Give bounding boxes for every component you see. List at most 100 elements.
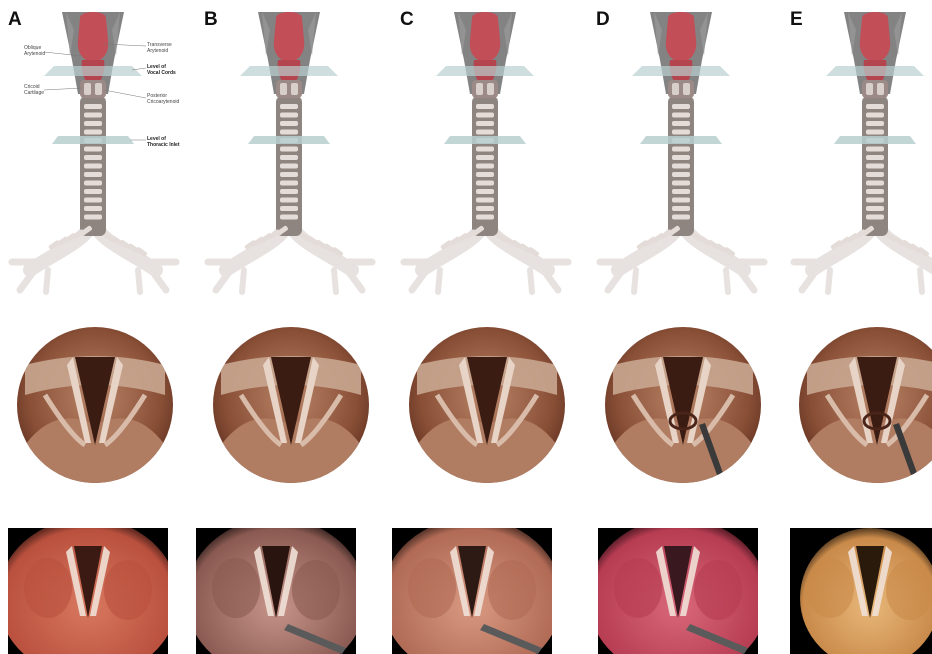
tracheal-ring (866, 155, 884, 160)
larynx-mucosa (470, 12, 501, 62)
label-transverse-arytenoid: Transverse Arytenoid (147, 43, 172, 54)
thoracic-inlet-level-plane (248, 136, 330, 144)
thoracic-inlet-level-plane (640, 136, 722, 144)
larynx-mucosa (860, 12, 891, 62)
tracheal-ring (476, 147, 494, 152)
cricoid-cartilage (668, 80, 694, 98)
cricoid-cartilage (472, 80, 498, 98)
label-cricoid-cartilage: Cricoid Cartilage (24, 85, 44, 96)
endoscopic-photo (392, 528, 552, 654)
endoscopic-photo (8, 528, 168, 654)
tracheal-ring (84, 130, 102, 135)
airway-diagram (196, 0, 382, 300)
tracheal-ring (672, 164, 690, 169)
tracheal-ring (84, 155, 102, 160)
tracheal-ring (476, 181, 494, 186)
panel-letter: C (400, 9, 414, 31)
endoscopic-illustration (603, 325, 763, 485)
tracheal-ring (84, 147, 102, 152)
tracheal-ring (866, 189, 884, 194)
tracheal-ring (672, 121, 690, 126)
tracheal-ring (866, 121, 884, 126)
label-level-of-vocal-cords: Level of Vocal Cords (147, 65, 176, 76)
tracheal-ring (84, 189, 102, 194)
panel-d: D (588, 0, 774, 654)
larynx-mucosa (274, 12, 305, 62)
endoscopic-illustration-container (15, 325, 175, 485)
tracheal-ring (476, 172, 494, 177)
tracheal-ring (866, 215, 884, 220)
endoscopic-photo (196, 528, 356, 654)
endoscopic-photo (790, 528, 932, 654)
tracheal-ring (280, 189, 298, 194)
tracheal-ring (476, 130, 494, 135)
tracheal-ring (84, 164, 102, 169)
endoscopic-photo-container (8, 528, 168, 654)
thoracic-inlet-level-plane (52, 136, 134, 144)
panel-letter: A (8, 9, 22, 31)
endoscopic-illustration (797, 325, 932, 485)
tracheal-ring (476, 155, 494, 160)
tracheal-ring (866, 198, 884, 203)
panel-e: E (782, 0, 932, 654)
tracheal-ring (672, 215, 690, 220)
larynx-mucosa (666, 12, 697, 62)
endoscopic-illustration (211, 325, 371, 485)
thoracic-inlet-level-plane (444, 136, 526, 144)
thoracic-inlet-level-plane (834, 136, 916, 144)
tracheal-ring (476, 198, 494, 203)
cricoid-cartilage (276, 80, 302, 98)
tracheal-ring (280, 155, 298, 160)
airway-diagram-container (782, 0, 932, 300)
tracheal-ring (476, 121, 494, 126)
tracheal-ring (84, 198, 102, 203)
tracheal-ring (280, 130, 298, 135)
tracheal-ring (866, 206, 884, 211)
vocal-cord-level-plane (436, 66, 534, 76)
tracheal-ring (866, 147, 884, 152)
airway-diagram-container (196, 0, 382, 300)
tracheal-ring (84, 172, 102, 177)
tracheal-ring (280, 206, 298, 211)
label-oblique-arytenoid: Oblique Arytenoid (24, 46, 45, 57)
endoscopic-illustration-container (797, 325, 932, 485)
airway-diagram (392, 0, 578, 300)
airway-diagram-container (392, 0, 578, 300)
vocal-cord-level-plane (826, 66, 924, 76)
larynx-mucosa (78, 12, 109, 62)
tracheal-ring (84, 215, 102, 220)
endoscopic-photo-container (790, 528, 932, 654)
endoscopic-photo-container (392, 528, 552, 654)
vocal-cord-level-plane (632, 66, 730, 76)
label-posterior-cricoarytenoid: Posterior Cricoarytenoid (147, 94, 179, 105)
endoscopic-illustration (407, 325, 567, 485)
tracheal-ring (866, 130, 884, 135)
tracheal-ring (672, 130, 690, 135)
tracheal-ring (280, 172, 298, 177)
tracheal-ring (476, 206, 494, 211)
endoscopic-photo-container (196, 528, 356, 654)
airway-diagram-container (588, 0, 774, 300)
tracheal-ring (280, 181, 298, 186)
tracheal-ring (866, 181, 884, 186)
endoscopic-photo-container (598, 528, 758, 654)
tracheal-ring (476, 164, 494, 169)
panel-letter: E (790, 9, 803, 31)
tracheal-ring (476, 215, 494, 220)
tracheal-ring (672, 155, 690, 160)
airway-diagram (782, 0, 932, 300)
endoscopic-photo (598, 528, 758, 654)
cricoid-cartilage (862, 80, 888, 98)
panel-letter: D (596, 9, 610, 31)
tracheal-ring (280, 198, 298, 203)
tracheal-ring (866, 164, 884, 169)
tracheal-ring (672, 206, 690, 211)
tracheal-ring (280, 121, 298, 126)
tracheal-ring (672, 181, 690, 186)
cricoid-cartilage (80, 80, 106, 98)
tracheal-ring (672, 172, 690, 177)
label-level-of-thoracic-inlet: Level of Thoracic Inlet (147, 137, 180, 148)
tracheal-ring (672, 198, 690, 203)
tracheal-ring (84, 181, 102, 186)
tracheal-ring (866, 172, 884, 177)
